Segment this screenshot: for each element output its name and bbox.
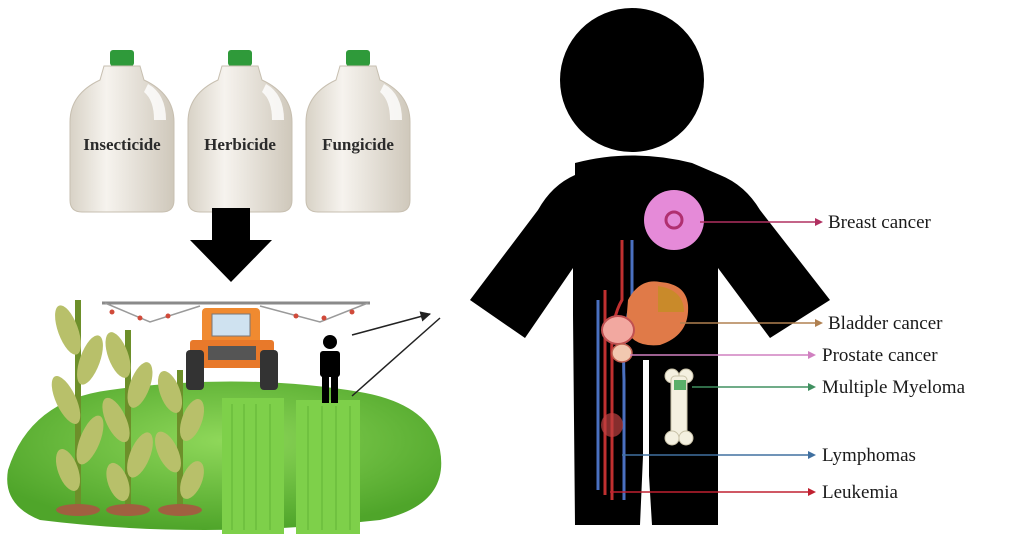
breast-organ-icon xyxy=(644,190,704,250)
disease-label: Prostate cancer xyxy=(822,345,938,366)
jug-cap-icon xyxy=(346,50,370,66)
jug-cap-icon xyxy=(228,50,252,66)
down-arrow-icon xyxy=(190,208,272,282)
arrowhead-icon xyxy=(808,451,816,459)
disease-label: Leukemia xyxy=(822,482,899,503)
human-body-silhouette xyxy=(470,8,830,525)
fungicide-jug: Fungicide xyxy=(306,50,410,212)
jug-label: Herbicide xyxy=(204,135,276,154)
insecticide-jug: Insecticide xyxy=(70,50,174,212)
head xyxy=(560,8,704,152)
arrowhead-icon xyxy=(815,319,823,327)
arrowhead-icon xyxy=(808,351,816,359)
disease-label: Lymphomas xyxy=(822,445,916,466)
jug-cap-icon xyxy=(110,50,134,66)
field-scene xyxy=(7,300,441,534)
lymph-node-icon xyxy=(601,413,623,437)
herbicide-jug: Herbicide xyxy=(188,50,292,212)
arrowhead-icon xyxy=(808,488,816,496)
disease-label: Multiple Myeloma xyxy=(822,377,966,398)
crop-row xyxy=(222,398,284,534)
arrowhead-icon xyxy=(815,218,823,226)
disease-label: Bladder cancer xyxy=(828,313,943,334)
zoom-arrows xyxy=(352,314,440,396)
arrowhead-icon xyxy=(808,383,816,391)
disease-label: Breast cancer xyxy=(828,212,932,233)
jug-label: Insecticide xyxy=(83,135,161,154)
jug-label: Fungicide xyxy=(322,135,394,154)
pesticide-jugs: Insecticide Herbicide Fungicide xyxy=(70,50,410,212)
